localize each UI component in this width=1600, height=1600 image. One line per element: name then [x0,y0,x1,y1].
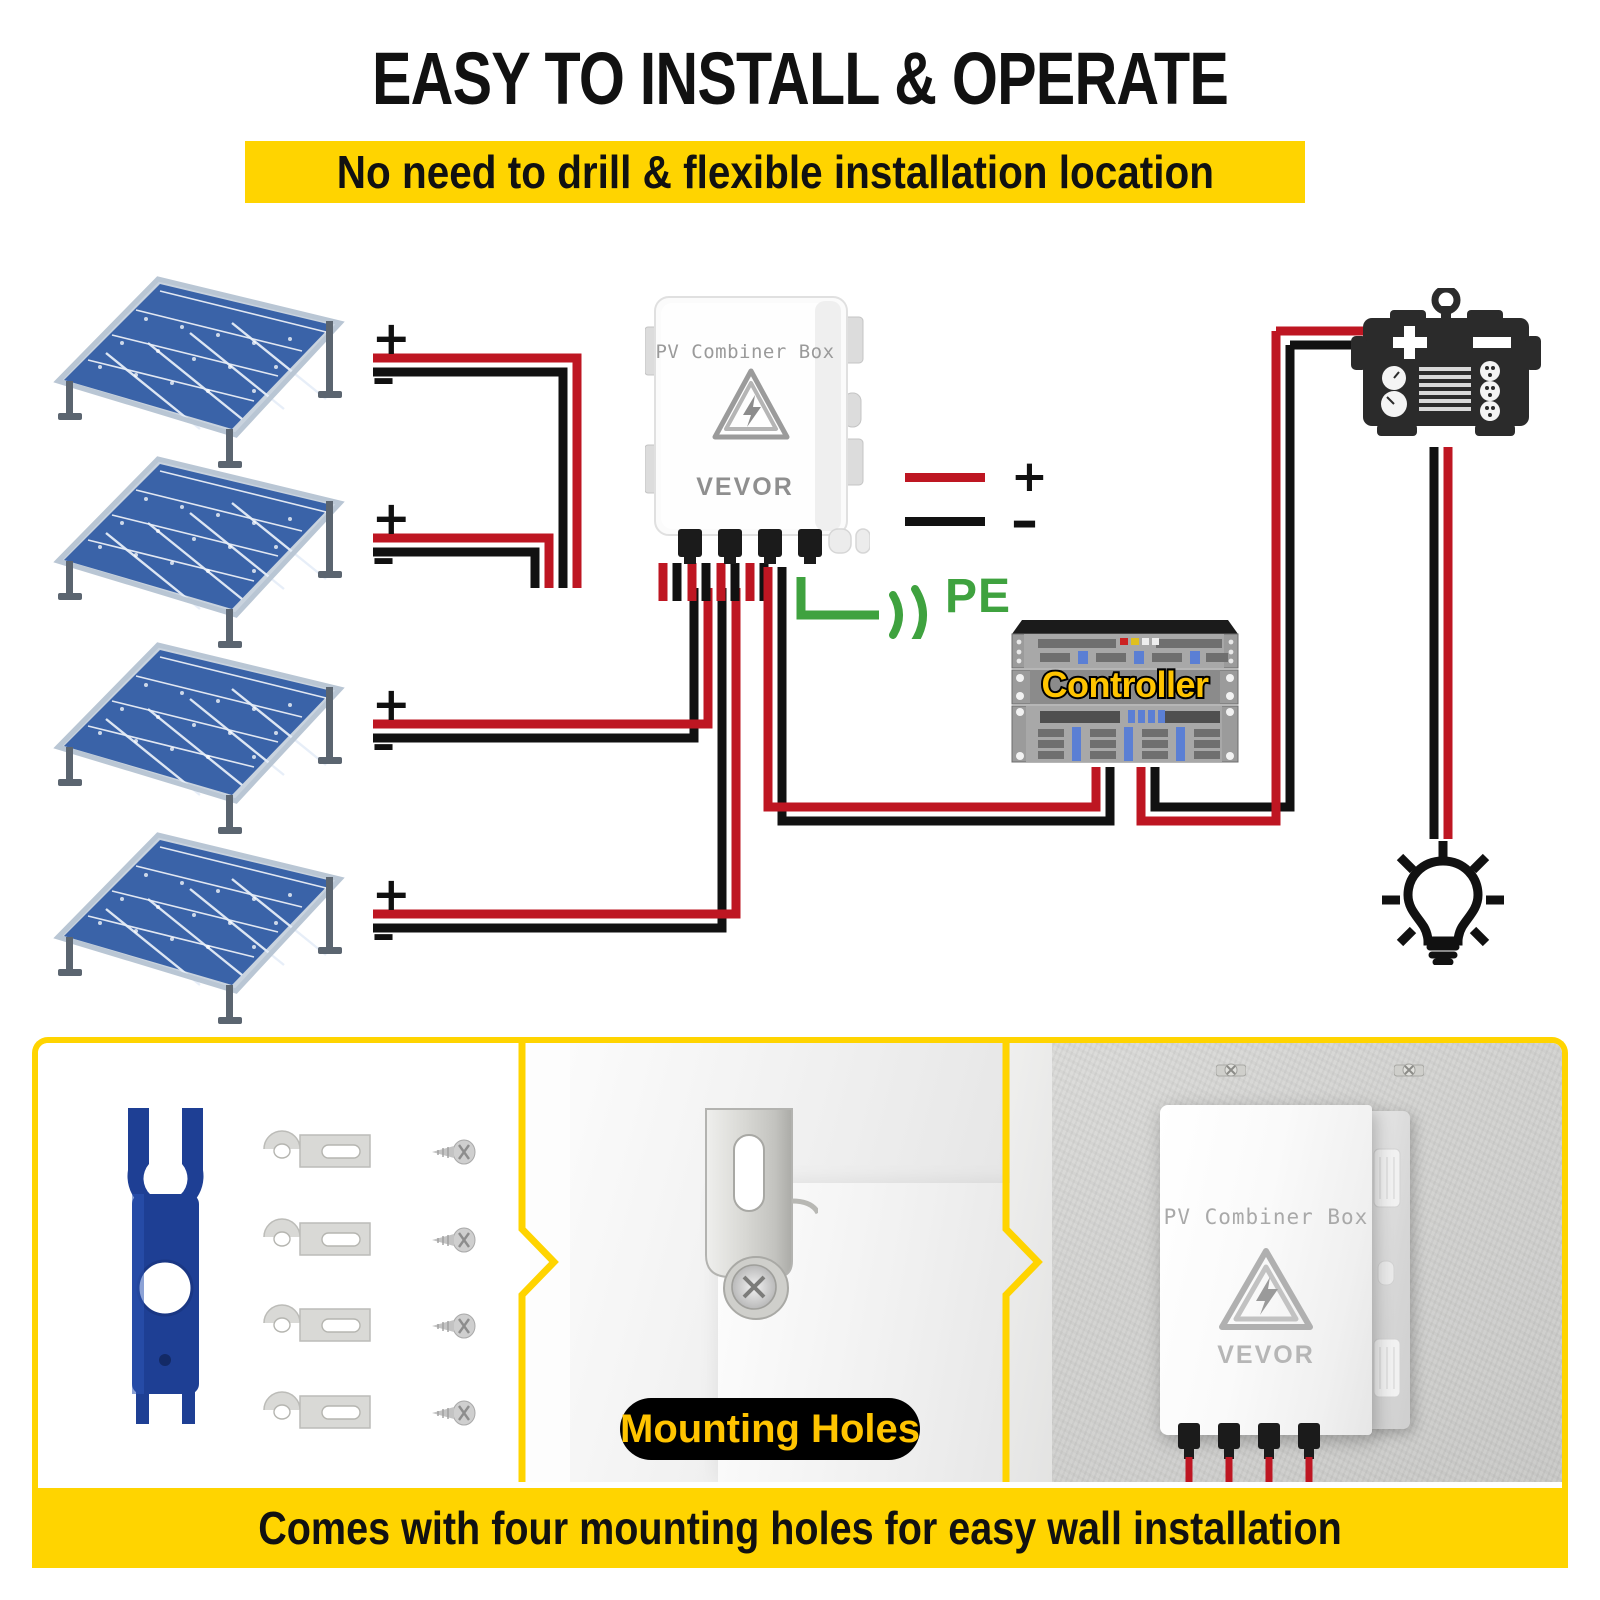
mounting-holes-photo: Mounting Holes [530,1043,1010,1482]
screw-icon [432,1139,476,1165]
combiner-box-hinge-side [1368,1111,1410,1429]
panel-2-minus-sign: – [372,531,395,585]
legend-negative-row: – [905,489,1038,552]
battery-icon [1347,285,1545,448]
pe-label: PE [945,570,1012,623]
legend-plus-symbol: + [1011,451,1048,502]
legend-black-line [905,516,985,526]
screw-icon [432,1400,476,1426]
mounting-holes-label: Mounting Holes [620,1398,920,1460]
mc4-spanner-wrench-icon [127,1108,204,1424]
mounting-bracket-icon [263,1391,371,1429]
mounting-bracket-icon [263,1304,371,1342]
wall-box-brand: VEVOR [1217,1341,1315,1369]
panel-1-plus-sign: + [372,311,411,365]
combiner-box-label: PV Combiner Box [655,341,835,363]
accessories-photo [38,1043,530,1482]
combiner-box-face: PV Combiner Box VEVOR [1160,1105,1372,1482]
panel-2-plus-sign: + [372,491,411,545]
legend-positive-row: + [905,455,1048,499]
wiring-diagram: + – + – + – + – [0,215,1600,1025]
page-subtitle: No need to drill & flexible installation… [336,146,1214,198]
combiner-box-brand: VEVOR [696,473,794,501]
electric-shock-warning-icon [1219,1248,1313,1330]
light-bulb-icon [1378,835,1508,966]
wire-harness [0,215,1453,1025]
pe-wave-icon [796,577,927,645]
wall-installation-photo: PV Combiner Box VEVOR [1010,1043,1562,1482]
pe-ground-indicator: PE [795,570,1015,645]
wall-left-edge [1010,1043,1052,1482]
caption-text: Comes with four mounting holes for easy … [258,1502,1342,1554]
wire-polarity-legend: + – [905,455,1105,552]
mounting-bracket-icon [263,1130,371,1168]
wall-box-label: PV Combiner Box [1163,1205,1369,1229]
screw-icon [432,1227,476,1253]
mounting-bracket-icon [263,1218,371,1256]
photo-strip: Mounting Holes [32,1037,1568,1488]
page-title: EASY TO INSTALL & OPERATE [371,37,1229,120]
legend-red-line [905,473,985,482]
mc4-connectors-icon [1178,1423,1320,1482]
wall-mounted-combiner-box: PV Combiner Box VEVOR [1160,1105,1410,1482]
controller-label: Controller [1039,662,1211,707]
charge-controller: Controller [1010,610,1240,765]
panel-4-plus-sign: + [372,867,411,921]
panel-4-minus-sign: – [372,907,395,961]
wall-screw-icon [1216,1063,1246,1077]
subtitle-banner: No need to drill & flexible installation… [245,141,1305,203]
panel-3-minus-sign: – [372,717,395,771]
panel-3-plus-sign: + [372,677,411,731]
panel-1-minus-sign: – [372,351,395,405]
pv-combiner-box: PV Combiner Box VEVOR [644,289,871,565]
legend-minus-symbol: – [1011,489,1038,552]
wall-screw-icon [1394,1063,1424,1077]
mounting-bracket-closeup-icon [705,1108,818,1320]
screw-icon [432,1313,476,1339]
caption-banner: Comes with four mounting holes for easy … [32,1488,1568,1568]
